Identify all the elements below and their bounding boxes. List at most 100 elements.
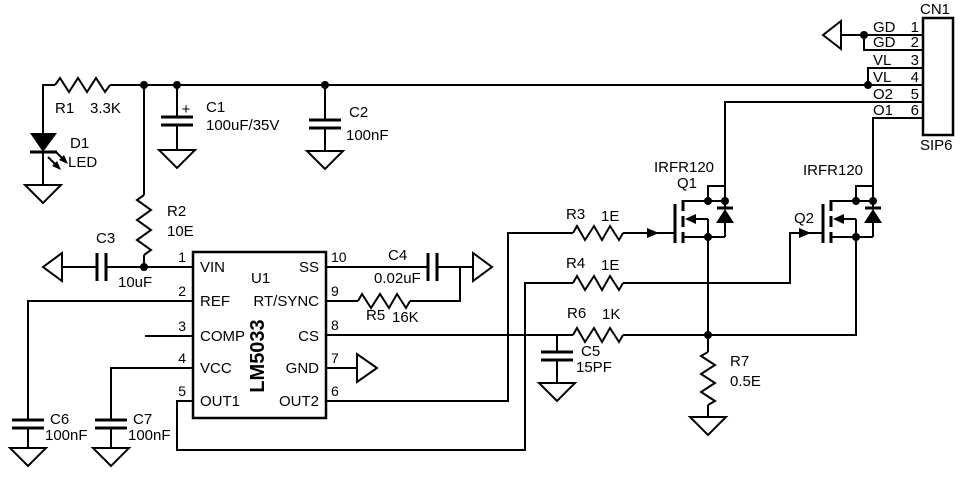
gate-arrow xyxy=(799,228,811,238)
ic-pin-name: RT/SYNC xyxy=(253,293,319,310)
r3-ref-label: R3 xyxy=(566,206,585,223)
ic-pin-number: 6 xyxy=(331,383,339,399)
capacitor-c7 xyxy=(95,418,127,430)
cn1-package-label: SIP6 xyxy=(920,137,953,154)
mosfet-q2 xyxy=(799,185,882,243)
cn1-pin-name: GD xyxy=(873,34,896,51)
u1-ref-label: U1 xyxy=(251,270,270,287)
led-triangle xyxy=(30,133,57,152)
c1-ref-label: C1 xyxy=(206,99,225,116)
gnd-symbol-c5 xyxy=(536,382,578,403)
c3-value-label: 10uF xyxy=(118,274,152,291)
wire-out2 xyxy=(326,232,573,402)
r2-ref-label: R2 xyxy=(167,203,186,220)
c5-ref-label: C5 xyxy=(581,343,600,360)
wire-ref xyxy=(27,300,193,420)
r1-ref-label: R1 xyxy=(55,100,74,117)
port-left-vin xyxy=(41,251,63,283)
junction-dot xyxy=(321,81,329,89)
cn1-pin-number: 3 xyxy=(911,52,919,69)
c5-value-label: 15PF xyxy=(576,359,612,376)
ic-pin-name: VIN xyxy=(200,259,225,276)
cn1-pin-number: 2 xyxy=(911,34,919,51)
gate-arrow xyxy=(647,228,659,238)
r4-ref-label: R4 xyxy=(566,255,585,272)
junction-dot xyxy=(140,263,148,271)
resistor-r1 xyxy=(54,76,111,94)
gnd-symbol-c6 xyxy=(7,447,49,468)
ic-pin-name: COMP xyxy=(200,328,245,345)
junction-dot xyxy=(704,197,712,205)
c3-ref-label: C3 xyxy=(96,230,115,247)
port-left-gd xyxy=(821,18,842,52)
c2-value-label: 100nF xyxy=(346,127,389,144)
capacitor-c6 xyxy=(12,418,44,430)
r7-value-label: 0.5E xyxy=(730,373,761,390)
port-right-gnd xyxy=(356,352,379,384)
body-diode xyxy=(864,209,882,223)
body-diode xyxy=(716,209,734,223)
r6-ref-label: R6 xyxy=(567,305,586,322)
cn1-pin-name: GD xyxy=(873,19,896,36)
wires xyxy=(27,34,923,451)
resistors xyxy=(54,76,717,406)
c6-value-label: 100nF xyxy=(45,427,88,444)
c7-ref-label: C7 xyxy=(133,411,152,428)
junction-dot xyxy=(704,233,712,241)
junction-dot xyxy=(869,197,877,205)
wire-vl3 xyxy=(867,67,923,85)
c1-polarity-label: + xyxy=(182,101,191,118)
resistor-r6 xyxy=(572,325,624,345)
wire xyxy=(42,84,55,133)
wire-gd2 xyxy=(863,35,923,51)
wire-vcc xyxy=(110,367,193,420)
ic-pin-number: 7 xyxy=(331,350,339,366)
ic-pin-name: SS xyxy=(299,259,319,276)
capacitors xyxy=(12,115,573,430)
ic-pin-number: 5 xyxy=(178,383,186,399)
capacitor-c2 xyxy=(309,118,341,130)
r5-value-label: 16K xyxy=(392,309,419,326)
gnd-symbol-d1 xyxy=(22,184,64,205)
r3-value-label: 1E xyxy=(601,208,619,225)
capacitor-c3 xyxy=(95,253,108,281)
mosfet-q1 xyxy=(647,185,734,243)
cn1-pin-number: 4 xyxy=(911,69,919,86)
wire-out1-gate xyxy=(623,232,823,284)
d1-value-label: LED xyxy=(68,154,97,171)
cn1-pin-number: 5 xyxy=(911,86,919,103)
ic-pin-number: 3 xyxy=(178,318,186,334)
r5-ref-label: R5 xyxy=(366,307,385,324)
connector-cn1-body xyxy=(921,16,955,137)
cn1-pin-name: O2 xyxy=(873,86,893,103)
ic-pin-name: REF xyxy=(200,293,230,310)
capacitor-c5 xyxy=(541,350,573,362)
wire-r5-up xyxy=(410,267,461,302)
ic-pin-name: GND xyxy=(286,360,320,377)
junction-dot xyxy=(852,197,860,205)
substrate-arrow xyxy=(833,214,844,224)
cn1-pin-number: 6 xyxy=(911,102,919,119)
junction-dot xyxy=(860,31,868,39)
gnd-symbol-c7 xyxy=(90,447,132,468)
junction-dot xyxy=(721,197,729,205)
port-right-ss xyxy=(472,251,494,283)
connector-cn1-text: CN1 SIP6 GD 1 GD 2 VL 3 VL 4 O2 5 O1 6 xyxy=(873,1,953,154)
ic-pin-number: 4 xyxy=(178,350,186,366)
r4-value-label: 1E xyxy=(601,257,619,274)
junction-dot xyxy=(173,81,181,89)
c6-ref-label: C6 xyxy=(50,411,69,428)
ic-pin-number: 10 xyxy=(331,249,347,265)
ic-pin-name: OUT1 xyxy=(200,393,240,410)
capacitor-c4 xyxy=(426,253,439,281)
r2-value-label: 10E xyxy=(167,223,194,240)
gnd-symbol-r7 xyxy=(687,416,729,437)
junction-dot xyxy=(704,331,712,339)
r7-ref-label: R7 xyxy=(730,353,749,370)
junction-dots xyxy=(140,31,872,339)
junction-dot xyxy=(852,233,860,241)
ground-symbols xyxy=(7,149,729,468)
c4-ref-label: C4 xyxy=(388,247,407,264)
wire-o1 xyxy=(872,117,923,201)
